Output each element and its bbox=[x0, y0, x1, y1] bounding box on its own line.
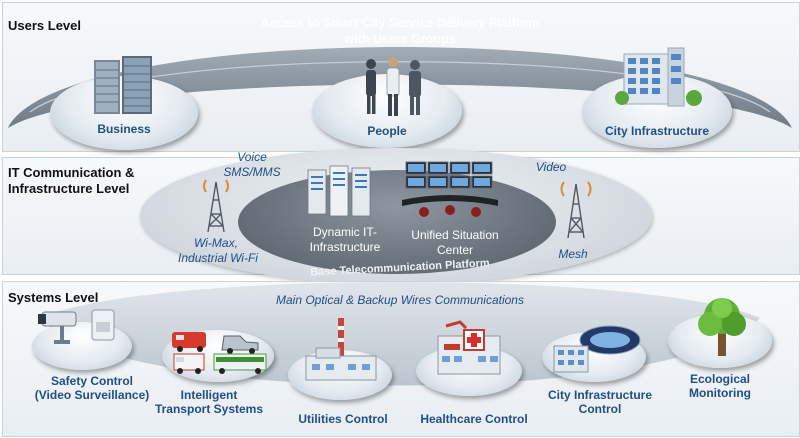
transport-label-1: Intelligent bbox=[180, 388, 238, 402]
people-icon bbox=[366, 57, 421, 116]
city-infrastructure-control-label-1: City Infrastructure bbox=[547, 388, 653, 402]
control-center-icon bbox=[402, 161, 498, 217]
city-infrastructure-control-label-2: Control bbox=[578, 402, 622, 416]
users-level-label: Users Level bbox=[8, 18, 81, 33]
voice-label: Voice bbox=[237, 150, 267, 164]
security-camera-icon bbox=[38, 309, 115, 344]
city-infrastructure-label: City Infrastructure bbox=[604, 124, 710, 138]
safety-control-label-1: Safety Control bbox=[50, 374, 133, 388]
industrial-wifi-label: Industrial Wi-Fi bbox=[178, 251, 258, 265]
city-building-icon bbox=[615, 47, 702, 107]
safety-control-node[interactable] bbox=[32, 322, 132, 370]
server-rack-icon bbox=[307, 165, 371, 217]
office-buildings-icon bbox=[94, 56, 152, 114]
sms-mms-label: SMS/MMS bbox=[223, 165, 281, 179]
wires-communications-label: Main Optical & Backup Wires Communicatio… bbox=[276, 293, 524, 307]
dynamic-it-label-2: Infrastructure bbox=[309, 240, 381, 254]
unified-situation-label-2: Center bbox=[436, 243, 474, 257]
ecological-label-1: Ecological bbox=[689, 372, 751, 386]
business-label: Business bbox=[97, 122, 151, 136]
wireless-tower-icon bbox=[203, 179, 229, 233]
people-label: People bbox=[367, 124, 407, 138]
unified-situation-label-1: Unified Situation bbox=[411, 228, 499, 242]
users-platform-title-2: with Users Groups bbox=[344, 32, 456, 46]
systems-level-label: Systems Level bbox=[8, 290, 99, 305]
utilities-label: Utilities Control bbox=[298, 412, 388, 426]
it-level-label-1: IT Communication & bbox=[8, 165, 135, 180]
dynamic-it-label-1: Dynamic IT- bbox=[312, 225, 377, 239]
wimax-label: Wi-Max, bbox=[194, 236, 238, 250]
healthcare-label: Healthcare Control bbox=[420, 412, 528, 426]
safety-control-label-2: (Video Surveillance) bbox=[34, 388, 150, 402]
power-plant-icon bbox=[305, 318, 377, 381]
hospital-icon bbox=[437, 320, 501, 375]
stadium-icon bbox=[553, 325, 641, 373]
it-core-ellipse bbox=[238, 170, 556, 274]
ecological-label-2: Monitoring bbox=[689, 386, 751, 400]
vehicles-icon bbox=[172, 332, 267, 374]
it-level-label-2: Infrastructure Level bbox=[8, 181, 130, 196]
mesh-tower-icon bbox=[560, 181, 592, 239]
video-label: Video bbox=[535, 160, 567, 174]
transport-label-2: Transport Systems bbox=[154, 402, 264, 416]
mesh-label: Mesh bbox=[558, 247, 588, 261]
tree-icon bbox=[698, 298, 746, 356]
users-platform-title-1: Access to Smart City Service Delivery Pl… bbox=[260, 16, 540, 30]
